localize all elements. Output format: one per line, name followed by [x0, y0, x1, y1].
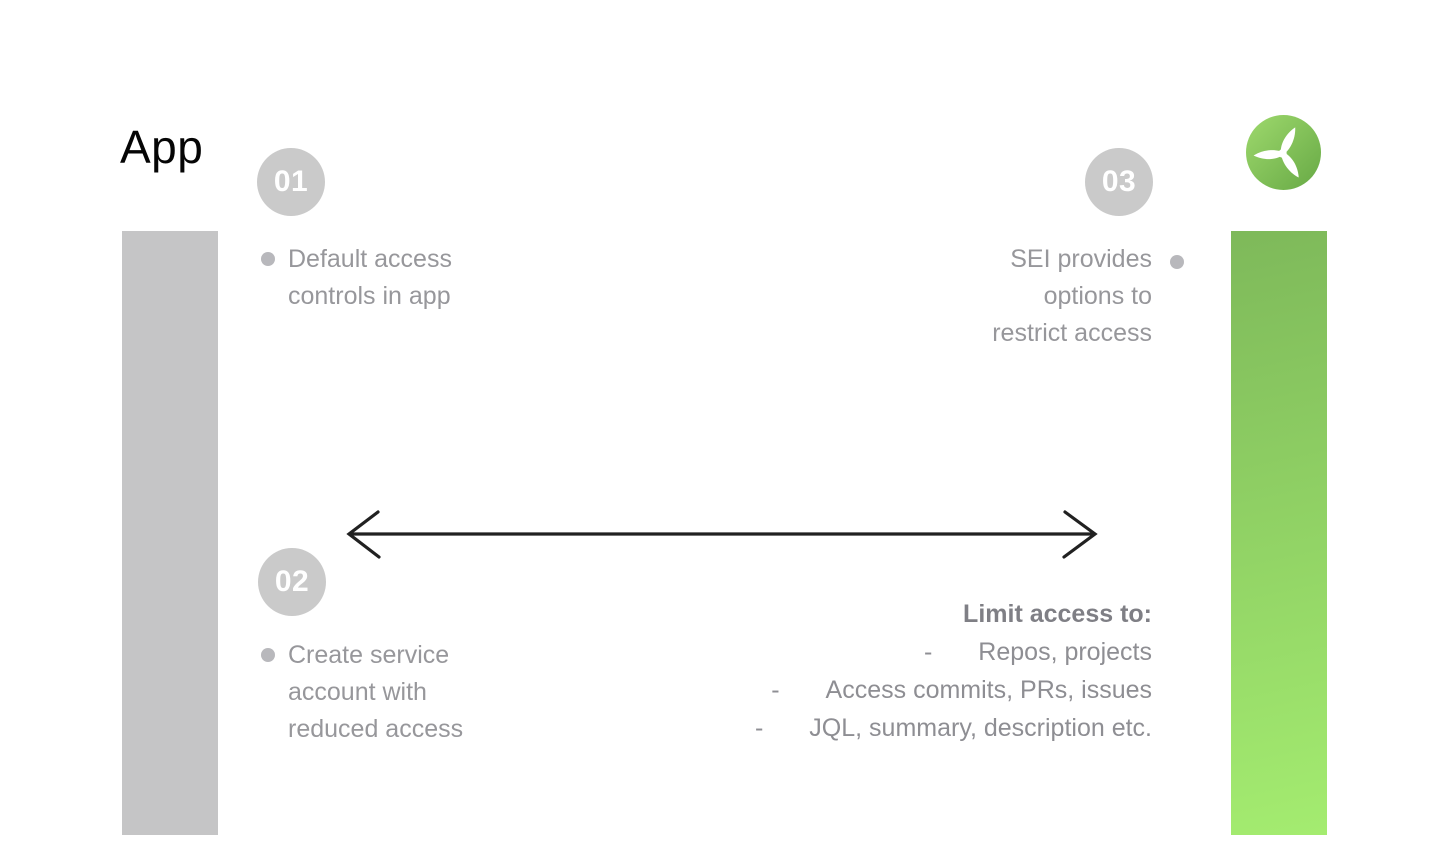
bullet-dot-icon — [1170, 255, 1184, 269]
app-column-bar — [122, 231, 218, 835]
sei-propeller-logo-icon — [1245, 114, 1322, 191]
bullet-dot-icon — [261, 252, 275, 266]
step-badge-03: 03 — [1085, 148, 1153, 216]
page-title: App — [120, 121, 204, 173]
step-3-line: restrict access — [992, 319, 1152, 347]
step-3-line: SEI provides — [1010, 245, 1152, 273]
step-2-line: Create service — [288, 641, 450, 669]
dash-marker: - — [754, 714, 764, 742]
step-badge-01-label: 01 — [273, 165, 309, 198]
limit-access-heading: Limit access to: — [963, 600, 1152, 628]
limit-access-list: Limit access to: -Repos, projects -Acces… — [755, 595, 1152, 747]
limit-access-item: -Access commits, PRs, issues — [771, 676, 1152, 704]
step-2-text: Create service account with reduced acce… — [288, 637, 463, 748]
step-badge-01: 01 — [257, 148, 325, 216]
step-2-line: account with — [288, 678, 427, 706]
bullet-dot-icon — [261, 648, 275, 662]
dash-marker: - — [771, 676, 780, 704]
limit-access-item: -Repos, projects — [923, 638, 1152, 666]
step-3-line: options to — [1043, 282, 1152, 310]
step-badge-02-label: 02 — [274, 565, 310, 598]
step-2-line: reduced access — [288, 715, 464, 743]
dash-marker: - — [923, 638, 933, 666]
step-1-line: Default access — [288, 245, 452, 273]
step-badge-02: 02 — [258, 548, 326, 616]
bidirectional-arrow-icon — [337, 504, 1103, 569]
step-1-line: controls in app — [288, 282, 451, 310]
sei-column-bar — [1231, 231, 1327, 835]
limit-access-item: -JQL, summary, description etc. — [754, 714, 1152, 742]
step-3-text: SEI provides options to restrict access — [992, 241, 1152, 352]
step-1-text: Default access controls in app — [288, 241, 452, 315]
step-badge-03-label: 03 — [1101, 165, 1137, 198]
